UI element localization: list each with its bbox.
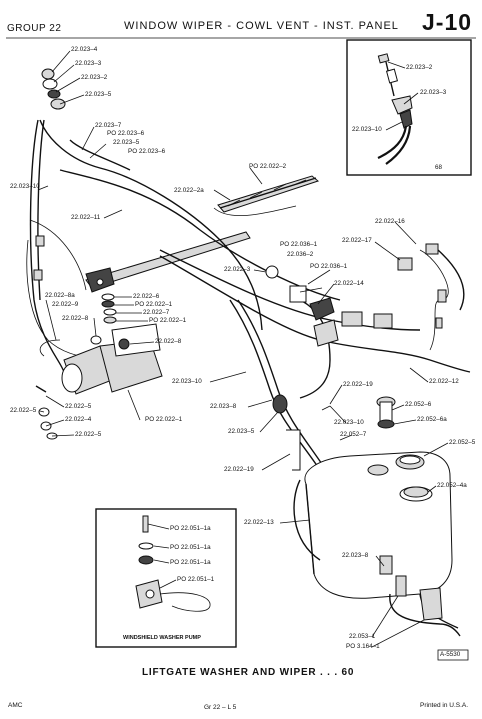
part-label: PO 22.036–1 [280, 241, 318, 248]
part-label: 22.022–6 [133, 293, 160, 300]
part-label: PO 22.051–1 [177, 576, 215, 583]
wiper-motor [35, 293, 163, 440]
part-label: 22.023–2 [81, 74, 108, 81]
part-label: 22.023–10 [10, 183, 40, 190]
inset-pump-frame [95, 508, 237, 648]
part-label: PO 22.022–1 [149, 317, 187, 324]
part-label: 22.022–12 [429, 378, 459, 385]
part-label: 22.053–1 [349, 633, 376, 640]
part-label: PO 3.164–1 [346, 643, 380, 650]
washer-reservoir [293, 396, 461, 637]
figure-code-box [437, 649, 469, 661]
part-label: 22.023–10 [172, 378, 202, 385]
part-label: 22.022–19 [343, 381, 373, 388]
part-label: 22.052–7 [340, 431, 367, 438]
group-label: GROUP 22 [7, 23, 62, 34]
washer-hose [229, 299, 331, 471]
sheet-code: J-10 [422, 9, 473, 35]
part-label: 22.052–6a [417, 416, 447, 423]
part-label: 22.023–10 [352, 126, 382, 133]
part-label: 22.023–3 [75, 60, 102, 67]
part-label: 22.022–13 [244, 519, 274, 526]
part-label: 22.023–3 [420, 89, 447, 96]
part-label: 22.022–8 [62, 315, 89, 322]
part-label: 22.022–7 [143, 309, 170, 316]
part-label: 22.023–7 [95, 122, 122, 129]
part-label: 22.022–3 [224, 266, 251, 273]
wiring-harness [159, 243, 471, 399]
figure-code: A-5530 [440, 651, 461, 658]
wiper-blade [213, 175, 320, 217]
footer-center: Gr 22 – L 5 [204, 704, 237, 711]
part-label: PO 22.023–6 [128, 148, 166, 155]
part-label: 22.022–17 [342, 237, 372, 244]
part-label: 22.022–14 [334, 280, 364, 287]
leader-lines [37, 50, 449, 648]
part-label: 22.023–5 [113, 139, 140, 146]
part-label: 22.022–11 [71, 214, 101, 221]
page-title: WINDOW WIPER - COWL VENT - INST. PANEL [124, 20, 399, 32]
inset-pump-parts [135, 515, 211, 612]
part-label: 22.023–8 [342, 552, 369, 559]
pump-caption: WINDSHIELD WASHER PUMP [123, 635, 201, 641]
part-label: 22.052–4a [437, 482, 467, 489]
part-label: PO 22.051–1a [170, 544, 211, 551]
part-label: PO 22.022–1 [135, 301, 173, 308]
part-label: 22.036–2 [287, 251, 314, 258]
part-label: 22.022–16 [375, 218, 405, 225]
part-label: 22.023–5 [228, 428, 255, 435]
part-label: 22.023–4 [71, 46, 98, 53]
part-label: PO 22.023–6 [107, 130, 145, 137]
inset-top-frame [346, 39, 472, 176]
part-label: PO 22.022–1 [145, 416, 183, 423]
part-label: 22.023–8 [210, 403, 237, 410]
part-label: PO 22.051–1a [170, 525, 211, 532]
part-label: 22.022–9 [52, 301, 79, 308]
part-label: PO 22.051–1a [170, 559, 211, 566]
part-label: 22.022–8 [155, 338, 182, 345]
wiper-arm [85, 231, 251, 293]
part-label: 22.052–5 [449, 439, 476, 446]
footer-right: Printed in U.S.A. [420, 702, 469, 709]
inset-number: 68 [435, 164, 443, 171]
inset-top-parts [377, 53, 413, 165]
part-label: 22.022–8a [45, 292, 75, 299]
part-label: 22.022–4 [65, 416, 92, 423]
part-label: 22.022–5 [10, 407, 37, 414]
footer-left: AMC [8, 702, 23, 709]
part-label: 22.022–5 [65, 403, 92, 410]
figure-caption: LIFTGATE WASHER AND WIPER . . . 60 [142, 667, 355, 678]
part-label: 22.052–6 [405, 401, 432, 408]
part-label: PO 22.036–1 [310, 263, 348, 270]
part-label: 22.022–2a [174, 187, 204, 194]
part-label: 22.023–10 [334, 419, 364, 426]
part-label: PO 22.022–2 [249, 163, 287, 170]
part-label: 22.023–5 [85, 91, 112, 98]
part-label: 22.022–19 [224, 466, 254, 473]
part-label: 22.022–5 [75, 431, 102, 438]
part-label: 22.023–2 [406, 64, 433, 71]
